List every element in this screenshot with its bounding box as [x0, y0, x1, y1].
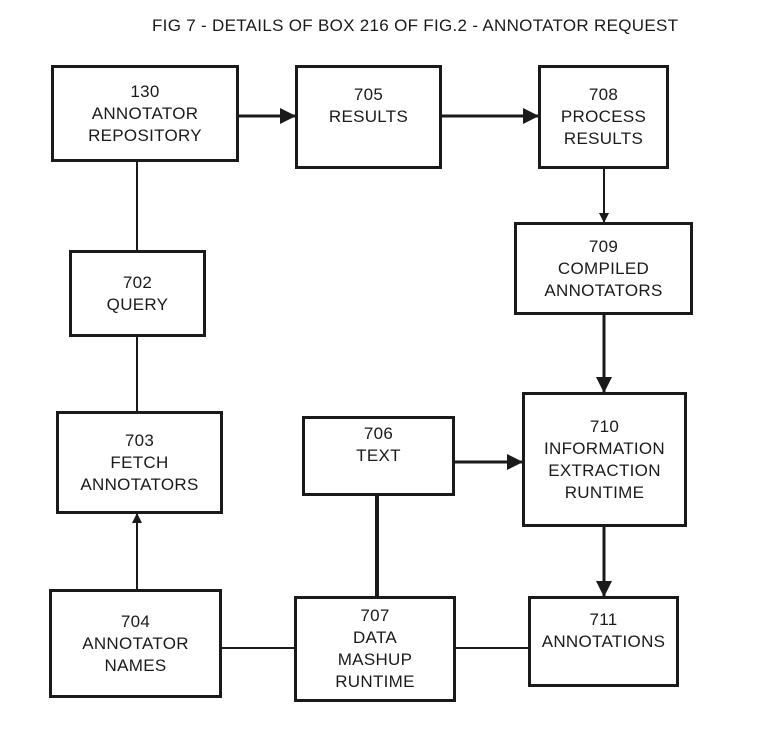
box-label-line: RESULTS [328, 107, 409, 126]
box-label-line: COMPILED [557, 258, 650, 278]
box-label-line: FETCH [110, 452, 169, 472]
box-label-line: RUNTIME [564, 482, 645, 502]
box-label-line: 705 [353, 85, 384, 104]
box-label-line: 707 [360, 606, 390, 625]
box-label-line [376, 467, 381, 489]
box-label-line: INFORMATION [543, 438, 666, 458]
box-label-line: RESULTS [563, 129, 644, 148]
box-704-annotator-names: 704 ANNOTATOR NAMES [49, 589, 222, 698]
box-label-line: TEXT [356, 446, 401, 465]
box-label-line: ANNOTATOR [82, 633, 189, 653]
box-706-text: 706 TEXT [302, 416, 455, 496]
box-label-line: 711 [589, 609, 618, 629]
box-label-line: REPOSITORY [88, 125, 202, 145]
box-label-line: RUNTIME [335, 672, 415, 691]
box-label-line: ANNOTATORS [544, 280, 663, 300]
box-label-line: QUERY [106, 294, 169, 314]
box-label-line: 130 [130, 81, 160, 101]
box-label-line: ANNOTATIONS [541, 631, 666, 651]
box-label-line: ANNOTATOR [91, 103, 199, 123]
box-130-annotator-repository: 130 ANNOTATOR REPOSITORY [51, 65, 239, 162]
box-702-query: 702 QUERY [69, 250, 206, 337]
box-label-line: 703 [124, 430, 155, 450]
box-label-line: EXTRACTION [548, 460, 661, 480]
box-709-compiled-annotators: 709 COMPILED ANNOTATORS [514, 222, 693, 315]
box-label-line: 706 [363, 424, 394, 443]
box-710-information-extraction-runtime: 710 INFORMATION EXTRACTION RUNTIME [522, 392, 687, 527]
box-label-line [601, 653, 606, 675]
figure-title: FIG 7 - DETAILS OF BOX 216 OF FIG.2 - AN… [152, 16, 679, 35]
box-703-fetch-annotators: 703 FETCH ANNOTATORS [56, 411, 223, 514]
box-label-line: 708 [588, 85, 619, 104]
box-708-process-results: 708 PROCESS RESULTS [538, 65, 669, 169]
box-705-results: 705 RESULTS [295, 65, 442, 169]
box-label-line: 702 [122, 272, 153, 292]
box-711-annotations: 711 ANNOTATIONS [528, 596, 679, 687]
box-label-line: NAMES [104, 655, 167, 675]
box-label-line: MASHUP [337, 650, 413, 669]
box-label-line: ANNOTATORS [80, 474, 199, 494]
box-label-line: 704 [120, 611, 151, 631]
box-label-line: DATA [352, 628, 397, 647]
box-label-line: PROCESS [560, 107, 647, 126]
box-label-line: 710 [589, 416, 620, 436]
box-label-line [366, 128, 371, 150]
box-707-data-mashup-runtime: 707 DATA MASHUP RUNTIME [294, 596, 456, 702]
box-label-line: 709 [588, 236, 619, 256]
